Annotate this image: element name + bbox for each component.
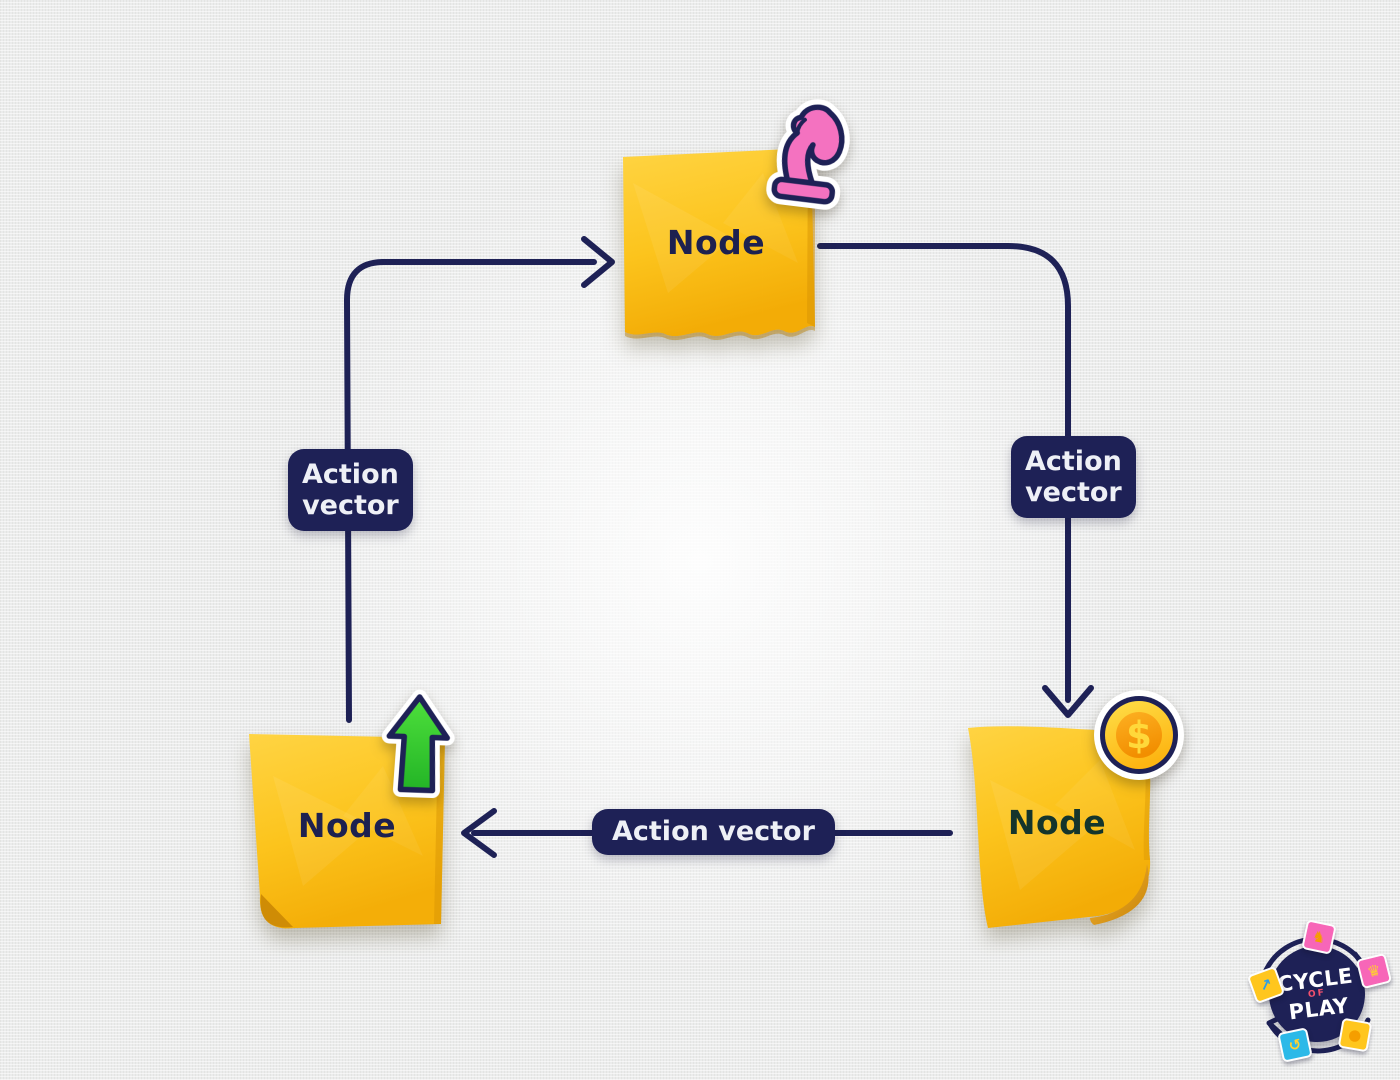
label-line: Action: [1025, 446, 1122, 477]
action-vector-label-left: Action vector: [288, 449, 413, 531]
action-vector-label-bottom: Action vector: [592, 809, 835, 855]
label-line: Action: [302, 459, 399, 490]
node-bottom-right: Node: [950, 720, 1164, 934]
logo-cycle-of-play: CYCLE OF PLAY ♞ ♛ ↗ ↺ ●: [1242, 919, 1393, 1072]
node-top: Node: [613, 143, 819, 355]
up-arrow-sticker-icon: [381, 689, 455, 799]
edge-bottom-left-arrowhead: [461, 808, 497, 858]
knight-tile-icon: ♞: [1301, 919, 1337, 955]
label-line: vector: [302, 490, 399, 521]
knight-sticker-icon: [766, 99, 850, 210]
edge-right-down-arrowhead: [1042, 685, 1094, 718]
logo-text-play: PLAY: [1287, 992, 1351, 1024]
edge-left-up-arrowhead: [581, 236, 615, 288]
node-label: Node: [1007, 803, 1107, 842]
action-vector-label-right: Action vector: [1011, 436, 1136, 518]
sticky-note-shape: [968, 726, 1151, 928]
label-line: vector: [1025, 477, 1122, 508]
hook-tile-icon: ↺: [1277, 1027, 1313, 1063]
svg-text:$: $: [1126, 714, 1152, 757]
coin-sticker-icon: $: [1094, 690, 1184, 780]
node-label: Node: [666, 223, 766, 262]
node-label: Node: [297, 806, 397, 845]
coin-tile-icon: ●: [1337, 1017, 1373, 1053]
